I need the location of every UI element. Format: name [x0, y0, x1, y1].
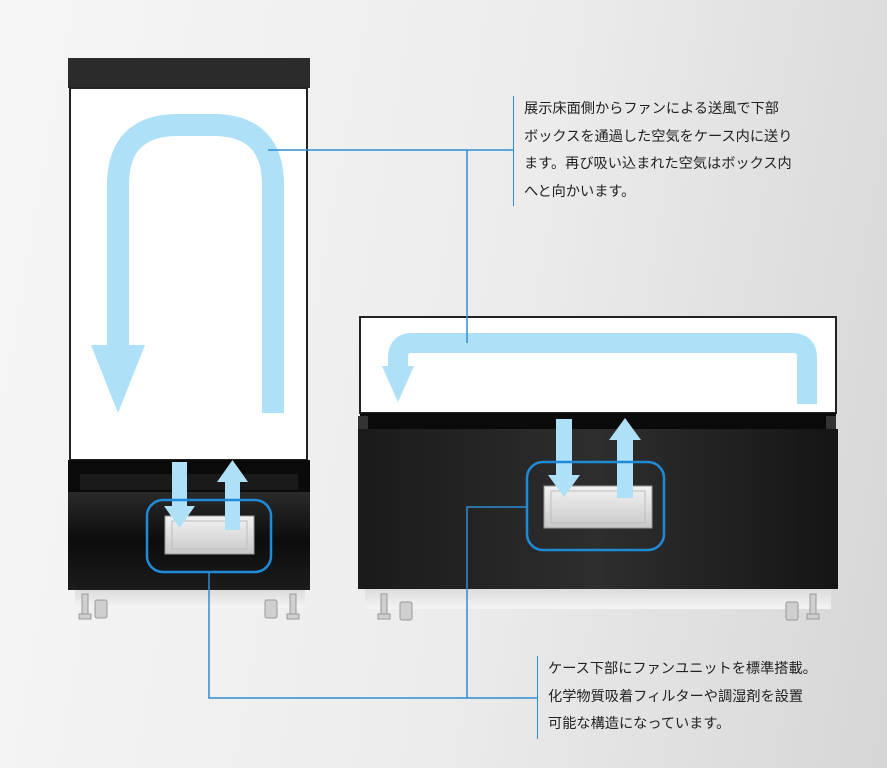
bottom-callout-line-left: [208, 572, 537, 699]
tall-case-top-cap: [68, 58, 310, 88]
wide-display-case: [358, 316, 838, 621]
wide-case-base-rim: [360, 413, 836, 429]
wide-case-plinth: [365, 589, 831, 609]
wide-case-airflow-path: [388, 333, 817, 404]
wide-case-filter-unit: [543, 485, 653, 529]
tall-case-plinth: [75, 590, 305, 608]
airflow-up-arrow-icon: [609, 418, 641, 440]
tall-display-case: [68, 58, 310, 620]
airflow-down-arrow-icon: [91, 345, 145, 413]
wide-case-fan-highlight: [525, 460, 666, 552]
airflow-down-arrow-icon: [382, 366, 414, 402]
fan-unit-description: ケース下部にファンユニットを標準搭載。 化学物質吸着フィルターや調湿剤を設置 可…: [537, 656, 878, 739]
bottom-callout-line-right: [466, 506, 527, 698]
wide-case-feet: [377, 593, 820, 621]
callout-lines: [208, 149, 537, 699]
airflow-up-arrow-icon: [217, 460, 248, 482]
airflow-down-arrow-icon: [548, 475, 580, 497]
tall-case-feet: [78, 593, 300, 620]
wide-case-glass: [359, 316, 837, 414]
airflow-down-arrow-icon: [164, 506, 195, 528]
tall-case-fan-arrows: [164, 460, 248, 530]
tall-case-airflow-path: [107, 114, 284, 413]
airflow-description: 展示床面側からファンによる送風で下部 ボックスを通過した空気をケース内に送り ま…: [513, 96, 844, 206]
